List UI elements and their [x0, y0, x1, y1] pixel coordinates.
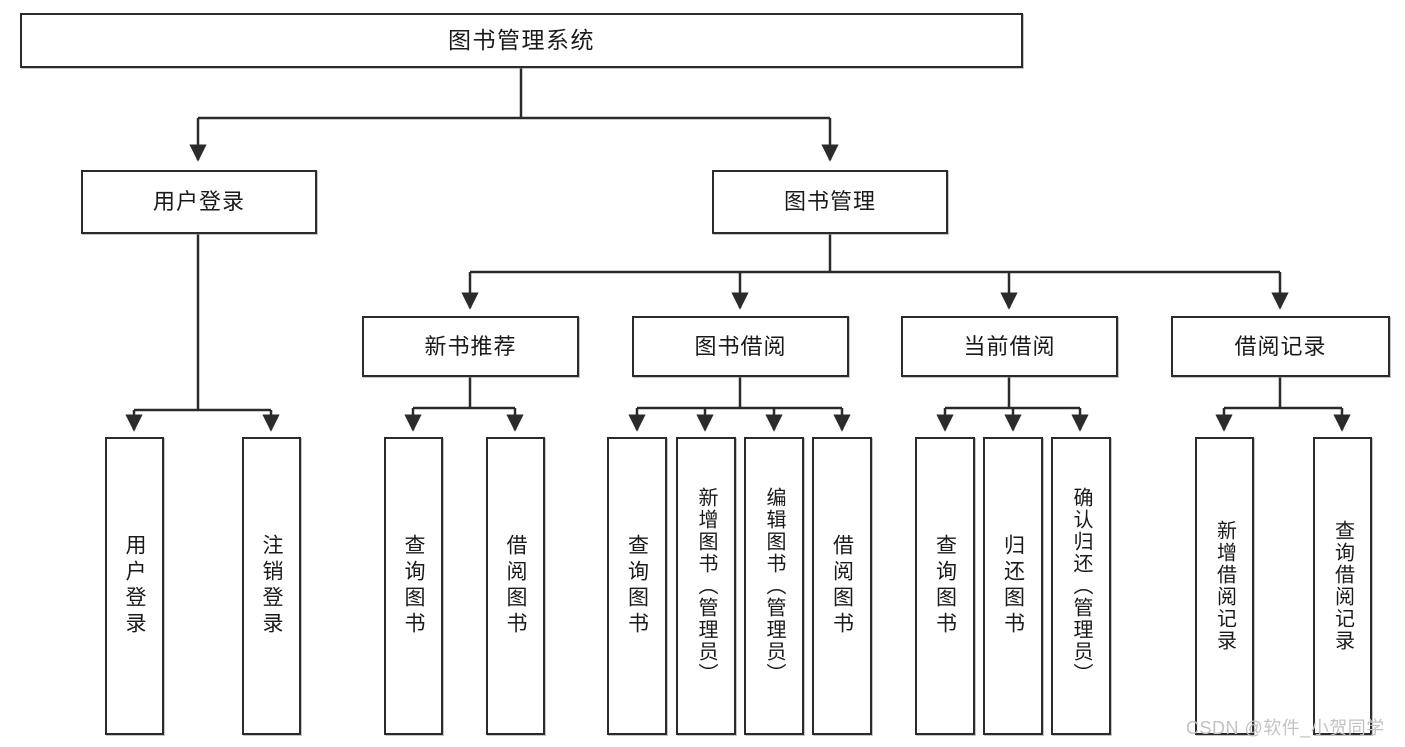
node-label: 查询图书 — [625, 534, 649, 638]
node-label: 查询图书 — [402, 534, 425, 638]
node-label: 新书推荐 — [424, 333, 517, 359]
leaf-borrow-query-book[interactable]: 查询图书 — [607, 437, 667, 735]
node-label: 注销登录 — [260, 534, 283, 638]
node-label: 借阅记录 — [1234, 333, 1327, 359]
node-label: 当前借阅 — [963, 333, 1056, 359]
node-label: 图书管理 — [783, 189, 876, 215]
node-label: 图书管理系统 — [448, 27, 595, 54]
node-user-login[interactable]: 用户登录 — [81, 170, 317, 234]
node-label: 新增借阅记录 — [1213, 520, 1236, 652]
node-current-borrow[interactable]: 当前借阅 — [901, 316, 1118, 377]
node-label: 归还图书 — [1001, 534, 1025, 638]
node-new-book-recommend[interactable]: 新书推荐 — [362, 316, 579, 377]
node-root-system[interactable]: 图书管理系统 — [20, 13, 1023, 68]
leaf-user-logout[interactable]: 注销登录 — [242, 437, 301, 735]
node-label: 借阅图书 — [504, 534, 527, 638]
node-book-borrow[interactable]: 图书借阅 — [632, 316, 849, 377]
node-borrow-record[interactable]: 借阅记录 — [1171, 316, 1390, 377]
node-label: 编辑图书（管理员） — [763, 487, 785, 685]
leaf-current-return-book[interactable]: 归还图书 — [983, 437, 1043, 735]
leaf-borrow-add-book-admin[interactable]: 新增图书（管理员） — [676, 437, 736, 735]
node-label: 确认归还（管理员） — [1070, 487, 1092, 685]
leaf-borrow-edit-book-admin[interactable]: 编辑图书（管理员） — [744, 437, 804, 735]
leaf-borrow-borrow-book[interactable]: 借阅图书 — [812, 437, 872, 735]
node-label: 借阅图书 — [830, 534, 854, 638]
node-label: 查询借阅记录 — [1331, 520, 1354, 652]
node-label: 图书借阅 — [694, 333, 787, 359]
leaf-recommend-borrow-book[interactable]: 借阅图书 — [486, 437, 545, 735]
node-label: 用户登录 — [152, 189, 245, 215]
leaf-current-query-book[interactable]: 查询图书 — [915, 437, 975, 735]
leaf-user-login[interactable]: 用户登录 — [105, 437, 164, 735]
node-label: 用户登录 — [123, 534, 146, 638]
node-label: 新增图书（管理员） — [695, 487, 717, 685]
leaf-recommend-query-book[interactable]: 查询图书 — [384, 437, 443, 735]
csdn-watermark: CSDN @软件_小贺同学 — [1186, 718, 1385, 738]
leaf-current-confirm-return-admin[interactable]: 确认归还（管理员） — [1051, 437, 1111, 735]
node-book-management[interactable]: 图书管理 — [712, 170, 948, 234]
leaf-record-add-borrow-record[interactable]: 新增借阅记录 — [1195, 437, 1254, 735]
leaf-record-query-borrow-record[interactable]: 查询借阅记录 — [1313, 437, 1372, 735]
node-label: 查询图书 — [933, 534, 957, 638]
